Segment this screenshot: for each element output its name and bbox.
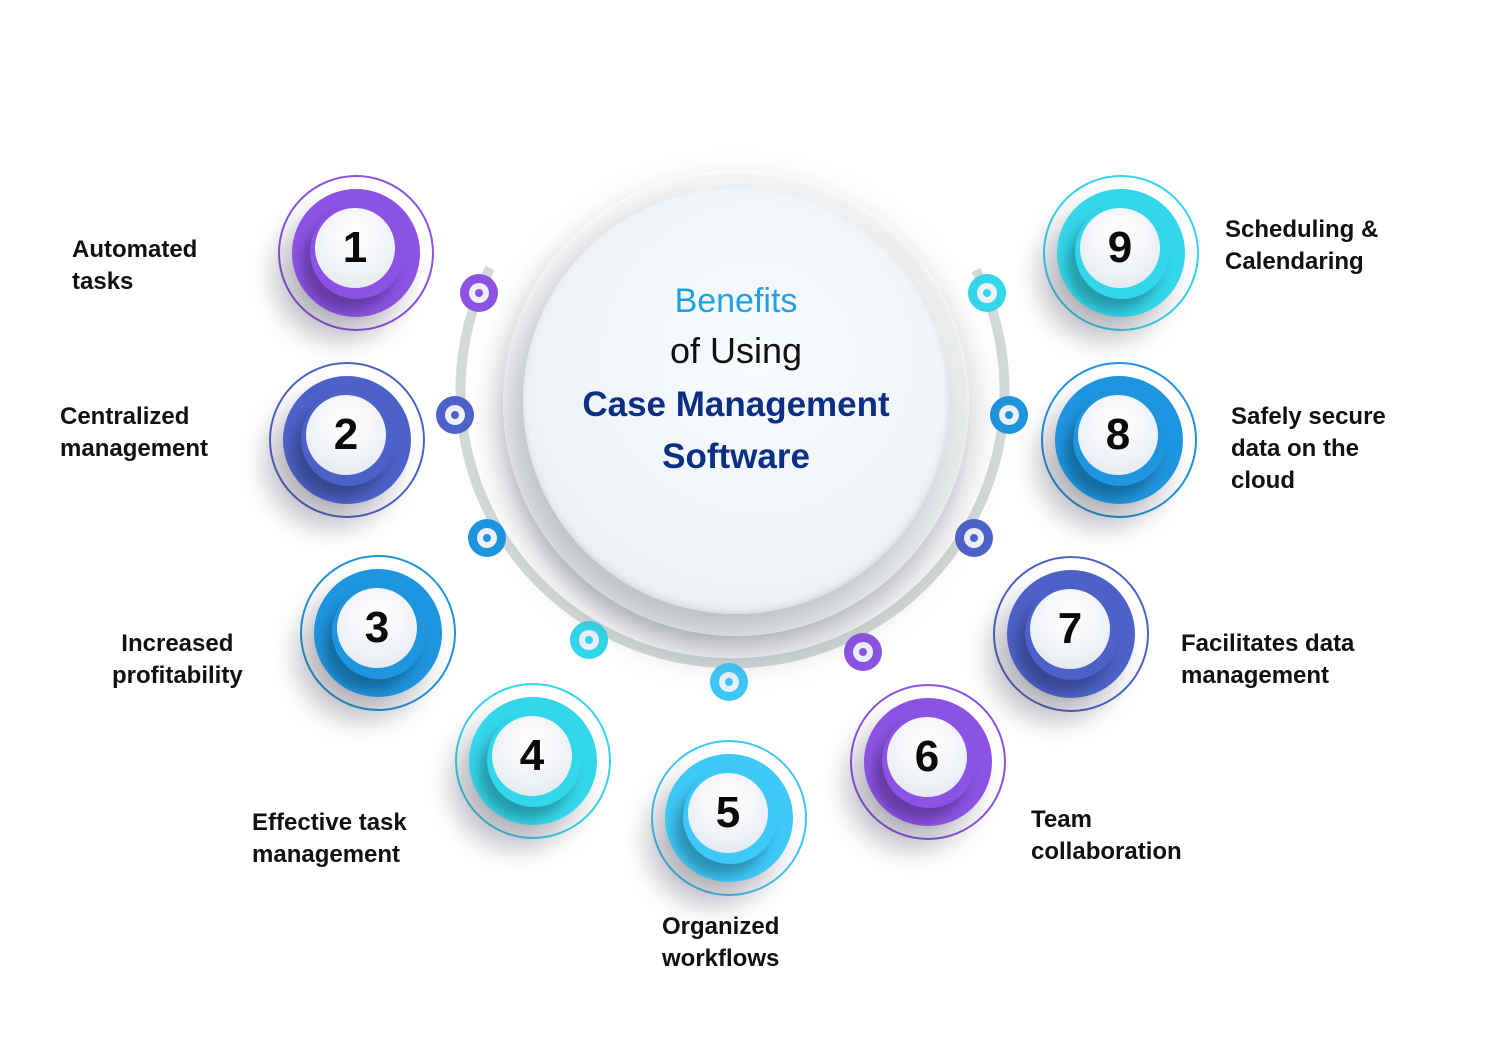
track-dot (570, 621, 608, 659)
badge-number: 6 (887, 717, 967, 797)
benefit-badge-4: 4 (455, 683, 611, 839)
label-line: tasks (72, 268, 134, 295)
benefit-badge-6: 6 (850, 684, 1006, 840)
title-benefits: Benefits (674, 282, 798, 320)
label-line: Effective task (252, 809, 407, 836)
benefit-label-8: Safely secure data on the cloud (1231, 401, 1386, 497)
badge-number: 1 (315, 208, 395, 288)
benefit-label-1: Automated tasks (72, 234, 197, 298)
benefit-badge-1: 1 (278, 175, 434, 331)
benefit-label-5: Organized workflows (662, 911, 779, 975)
benefit-label-4: Effective task management (252, 807, 407, 871)
hub-center (523, 188, 949, 614)
badge-number: 2 (306, 395, 386, 475)
track-arc (455, 265, 1010, 669)
benefit-label-3: Increased profitability (112, 628, 243, 692)
track-dot (844, 633, 882, 671)
label-line: data on the (1231, 435, 1360, 462)
label-line: cloud (1231, 467, 1295, 494)
title-of-using: of Using (669, 330, 803, 371)
label-line: Increased (121, 630, 234, 657)
benefit-label-7: Facilitates data management (1181, 628, 1354, 692)
label-line: Scheduling & (1225, 216, 1379, 243)
track-dot (710, 663, 748, 701)
label-line: Organized (662, 913, 780, 940)
badge-number: 5 (688, 773, 768, 853)
track-dot (968, 274, 1006, 312)
label-line: Calendaring (1225, 248, 1364, 275)
benefit-badge-8: 8 (1041, 362, 1197, 518)
track-dot (468, 519, 506, 557)
label-line: profitability (112, 662, 243, 689)
title-case-management: Case Management (582, 385, 890, 424)
label-line: Centralized (60, 403, 190, 430)
benefit-label-9: Scheduling & Calendaring (1225, 214, 1378, 278)
track-dot (990, 396, 1028, 434)
badge-number: 7 (1030, 589, 1110, 669)
benefit-badge-5: 5 (651, 740, 807, 896)
badge-number: 8 (1078, 395, 1158, 475)
track-dot (955, 519, 993, 557)
label-line: collaboration (1031, 838, 1182, 865)
label-line: management (252, 841, 401, 868)
label-line: management (60, 435, 209, 462)
title-software: Software (662, 437, 810, 476)
badge-number: 9 (1080, 208, 1160, 288)
badge-number: 3 (337, 588, 417, 668)
label-line: management (1181, 662, 1330, 689)
benefit-badge-7: 7 (993, 556, 1149, 712)
benefit-label-6: Team collaboration (1031, 804, 1182, 868)
benefit-badge-3: 3 (300, 555, 456, 711)
label-line: Automated (72, 236, 198, 263)
track-dot (460, 274, 498, 312)
label-line: Safely secure (1231, 403, 1386, 430)
hub-title: Benefits of Using Case Management Softwa… (523, 188, 949, 614)
label-line: Team (1031, 806, 1092, 833)
label-line: workflows (662, 945, 780, 972)
track-dot (436, 396, 474, 434)
badge-number: 4 (492, 716, 572, 796)
benefit-badge-2: 2 (269, 362, 425, 518)
benefit-label-2: Centralized management (60, 401, 208, 465)
label-line: Facilitates data (1181, 630, 1355, 657)
benefit-badge-9: 9 (1043, 175, 1199, 331)
